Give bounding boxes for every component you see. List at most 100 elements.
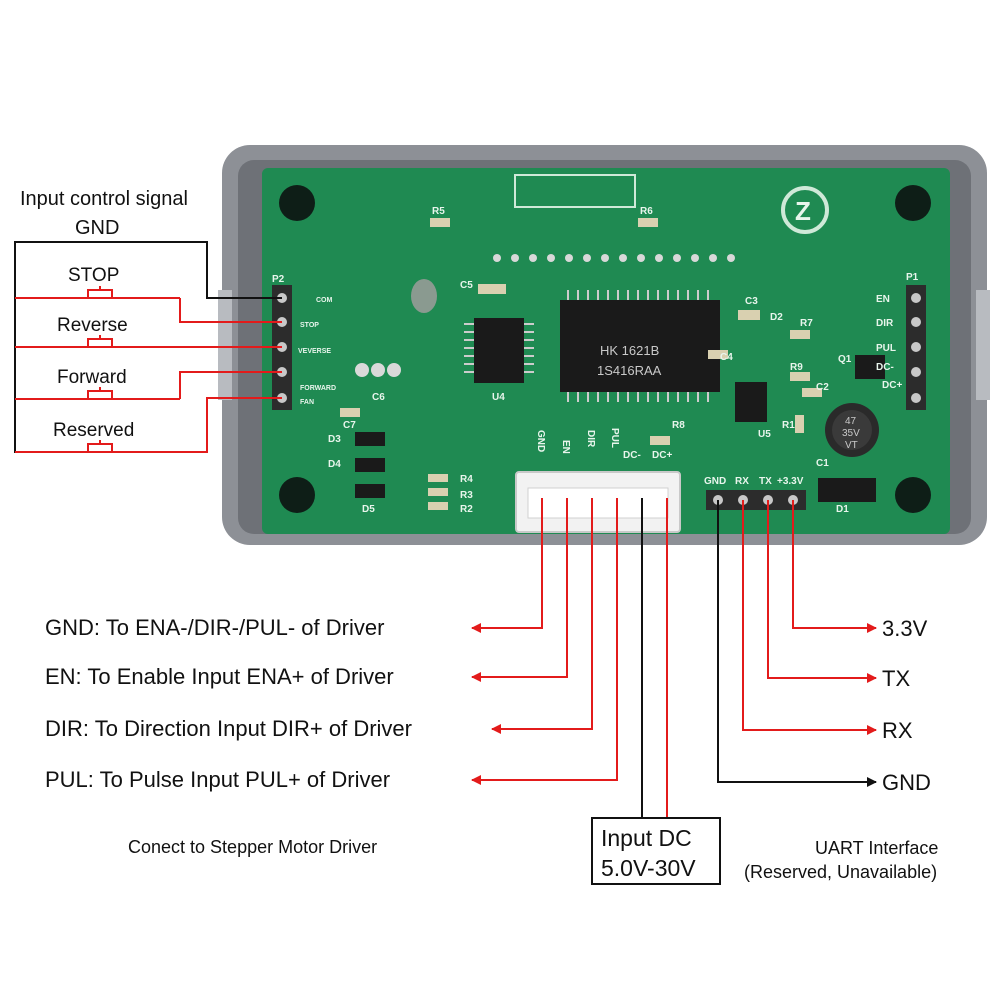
main-ic [560, 300, 720, 392]
input-dc-line2: 5.0V-30V [601, 855, 696, 881]
silk-p1-dcm: DC- [876, 362, 894, 373]
label-en-driver: EN: To Enable Input ENA+ of Driver [45, 664, 394, 689]
silk-forward: FORWARD [300, 385, 336, 392]
label-uart-rx: RX [882, 718, 913, 743]
silk-d3: D3 [328, 434, 341, 445]
wire-uart-33v [792, 500, 877, 633]
silk-r4: R4 [460, 474, 473, 485]
silk-h-en: EN [560, 440, 571, 454]
silk-u-33v: +3.3V [777, 476, 804, 487]
silk-fan: FAN [300, 399, 314, 406]
silk-h-gnd: GND [535, 430, 546, 452]
connector-slot [527, 487, 669, 519]
silk-r6: R6 [640, 206, 653, 217]
label-reverse: Reverse [57, 315, 128, 336]
svg-text:Z: Z [795, 196, 811, 226]
input-title-line2: GND [75, 217, 119, 239]
silk-c4: C4 [720, 352, 733, 363]
wire-forward [15, 371, 282, 400]
silk-r7: R7 [800, 318, 813, 329]
input-wires [14, 241, 282, 453]
p1-pins [911, 293, 921, 403]
uart-title-line1: UART Interface [815, 838, 938, 858]
label-uart-33v: 3.3V [882, 616, 928, 641]
wire-dir [491, 498, 593, 734]
pin-row [493, 254, 735, 262]
silk-r2: R2 [460, 504, 473, 515]
silk-r3: R3 [460, 490, 473, 501]
silk-p1-en: EN [876, 294, 890, 305]
q1-transistor [855, 355, 885, 379]
side-clip-left [218, 290, 232, 400]
label-forward: Forward [57, 367, 127, 388]
input-dc-box [591, 817, 721, 885]
silk-r9: R9 [790, 362, 803, 373]
input-dc-line1: Input DC [601, 825, 692, 851]
label-uart-tx: TX [882, 666, 910, 691]
label-stop: STOP [68, 265, 119, 286]
silk-veverse: VEVERSE [298, 348, 331, 355]
driver-wires [471, 498, 668, 818]
wire-uart-rx [742, 500, 877, 735]
label-reserved: Reserved [53, 420, 134, 441]
silk-r8: R8 [672, 420, 685, 431]
label-gnd-driver: GND: To ENA-/DIR-/PUL- of Driver [45, 615, 384, 640]
wire-pul [471, 498, 618, 785]
silk-u5: U5 [758, 429, 771, 440]
silk-u4: U4 [492, 392, 505, 403]
silk-h-pul: PUL [609, 428, 620, 448]
wire-en [471, 498, 568, 682]
wire-stop [15, 297, 282, 323]
uart-header [706, 490, 806, 510]
cap-mark-2: 35V [842, 428, 860, 439]
silk-stop: STOP [300, 322, 319, 329]
silk-q1: Q1 [838, 354, 852, 365]
u4-pins [464, 323, 534, 373]
silk-r1: R1 [782, 420, 795, 431]
uart-wires [717, 500, 877, 787]
input-title-line1: Input control signal [20, 188, 188, 210]
wire-gnd [471, 498, 543, 633]
silk-p2: P2 [272, 274, 285, 285]
solder-blob [411, 279, 437, 313]
silk-h-dcm: DC- [623, 450, 641, 461]
module-board: Z HK 1621B 1S416RAA U4 U5 47 [218, 145, 990, 545]
silk-h-dir: DIR [585, 430, 596, 448]
connect-note: Conect to Stepper Motor Driver [128, 837, 377, 857]
cap-mark-3: VT [845, 440, 858, 451]
uart-title-line2: (Reserved, Unavailable) [744, 862, 937, 882]
silk-c5: C5 [460, 280, 473, 291]
silk-u-gnd: GND [704, 476, 726, 487]
side-clip-right [976, 290, 990, 400]
cap-top [832, 410, 872, 450]
silk-p1: P1 [906, 272, 919, 283]
silk-c2: C2 [816, 382, 829, 393]
mount-hole [279, 185, 315, 221]
d5-diode [355, 484, 385, 498]
label-dir-driver: DIR: To Direction Input DIR+ of Driver [45, 716, 412, 741]
d4-diode [355, 458, 385, 472]
smd-parts [340, 218, 822, 510]
silk-r5: R5 [432, 206, 445, 217]
silk-d5: D5 [362, 504, 375, 515]
silk-p1-dcp: DC+ [882, 380, 902, 391]
ic-pins [567, 290, 709, 402]
d1-diode [818, 478, 876, 502]
silk-c1: C1 [816, 458, 829, 469]
u4-ic [474, 318, 524, 383]
silk-outline [514, 174, 636, 208]
mount-hole [895, 477, 931, 513]
silk-p1-dir: DIR [876, 318, 894, 329]
label-uart-gnd: GND [882, 770, 931, 795]
mount-hole [279, 477, 315, 513]
c6-caps [355, 363, 401, 377]
silk-d2: D2 [770, 312, 783, 323]
d3-diode [355, 432, 385, 446]
silk-u-rx: RX [735, 476, 749, 487]
silk-h-dcp: DC+ [652, 450, 672, 461]
wire-uart-tx [767, 500, 877, 683]
ic-marking-2: 1S416RAA [597, 363, 662, 378]
silk-d1: D1 [836, 504, 849, 515]
label-pul-driver: PUL: To Pulse Input PUL+ of Driver [45, 767, 390, 792]
